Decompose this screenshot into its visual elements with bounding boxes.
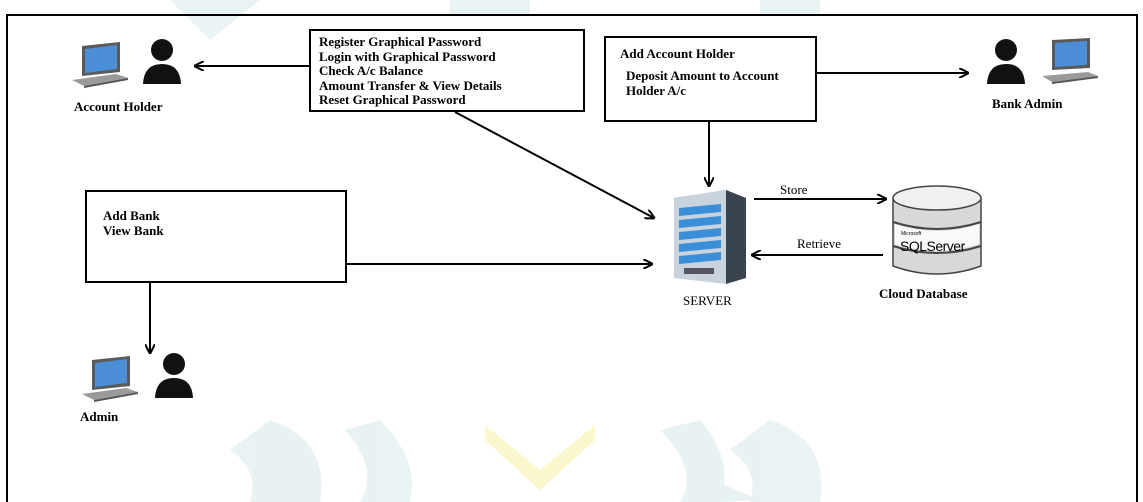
function-check-balance: Check A/c Balance: [319, 63, 423, 78]
server-label: SERVER: [683, 293, 732, 308]
diagram-frame: [6, 14, 1138, 502]
function-amount-transfer: Amount Transfer & View Details: [319, 77, 502, 93]
database-label: Cloud Database: [879, 286, 968, 301]
admin-functions-box: Add Bank View Bank: [85, 190, 347, 283]
function-add-bank: Add Bank: [103, 208, 160, 223]
server-icon: [674, 190, 746, 284]
sql-database-icon: [892, 185, 982, 275]
bank-admin-laptop-user-icon: [987, 38, 1098, 84]
actor-bank-admin: Bank Admin: [992, 96, 1063, 111]
account-holder-laptop-user-icon: [72, 39, 181, 88]
actor-admin: Admin: [80, 409, 119, 424]
function-deposit-amount: Deposit Amount to Account: [626, 68, 779, 83]
account-holder-functions-box: Register Graphical Password Login with G…: [309, 29, 585, 112]
sql-logo-text: SQLServer: [900, 238, 965, 254]
arrow-account-box-to-server: [454, 111, 654, 218]
function-deposit-amount-cont: Holder A/c: [626, 83, 687, 98]
function-login-graphical-password: Login with Graphical Password: [319, 48, 496, 64]
actor-account-holder: Account Holder: [74, 99, 163, 114]
admin-laptop-user-icon: [82, 353, 193, 402]
sql-logo-small-text: Microsoft: [901, 231, 922, 237]
bank-admin-functions-box: Add Account Holder Deposit Amount to Acc…: [604, 36, 817, 122]
edge-label-store: Store: [780, 182, 808, 197]
function-view-bank: View Bank: [103, 222, 164, 238]
function-reset-graphical-password: Reset Graphical Password: [319, 92, 466, 107]
function-register-graphical-password: Register Graphical Password: [319, 34, 482, 49]
edge-label-retrieve: Retrieve: [797, 236, 842, 251]
function-add-account-holder: Add Account Holder: [620, 46, 735, 61]
